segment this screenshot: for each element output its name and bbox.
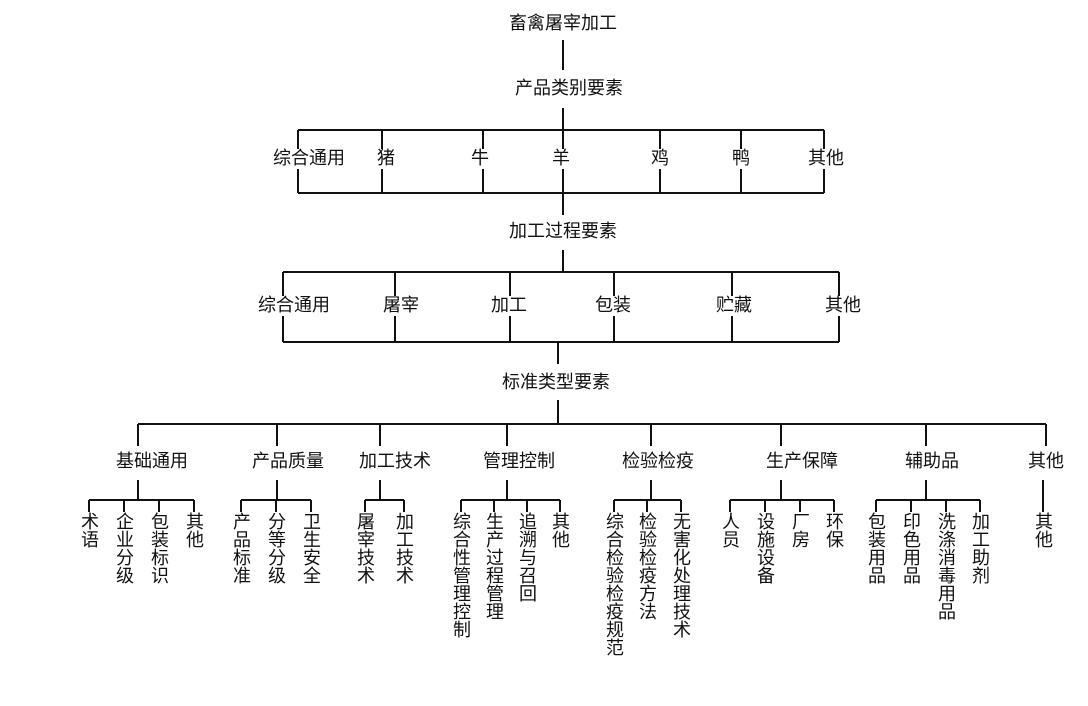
leaf-item: 加工助剂	[969, 512, 990, 584]
leaf-item: 综合检验检疫规范	[603, 512, 624, 656]
leaf-item: 环保	[823, 512, 844, 548]
leaf-item: 其他	[1032, 512, 1053, 548]
group-label: 加工技术	[357, 451, 433, 472]
group-label: 检验检疫	[620, 451, 696, 472]
process-item: 贮藏	[714, 295, 754, 316]
leaf-item: 追溯与召回	[516, 512, 537, 602]
leaf-item: 生产过程管理	[483, 512, 504, 620]
process-item: 屠宰	[381, 295, 421, 316]
process-title: 加工过程要素	[507, 221, 619, 242]
group-label: 产品质量	[250, 451, 326, 472]
leaf-item: 屠宰技术	[354, 512, 375, 584]
leaf-item: 包装用品	[865, 512, 886, 584]
leaf-item: 检验检疫方法	[636, 512, 657, 620]
leaf-item: 其他	[549, 512, 570, 548]
product-item: 牛	[469, 148, 491, 169]
leaf-item: 其他	[183, 512, 204, 548]
leaf-item: 设施设备	[754, 512, 775, 584]
leaf-item: 洗涤消毒用品	[935, 512, 956, 620]
group-label: 辅助品	[903, 451, 961, 472]
standard-title: 标准类型要素	[500, 372, 612, 393]
product-item: 综合通用	[271, 148, 347, 169]
product-item: 鸭	[730, 148, 752, 169]
product-item: 羊	[550, 148, 572, 169]
group-label: 管理控制	[481, 451, 557, 472]
product-item: 猪	[375, 148, 397, 169]
group-label: 生产保障	[764, 451, 840, 472]
process-item: 加工	[489, 295, 529, 316]
group-label: 其他	[1026, 451, 1066, 472]
process-item: 综合通用	[256, 295, 332, 316]
process-item: 其他	[823, 295, 863, 316]
product-title: 产品类别要素	[513, 78, 625, 99]
leaf-item: 术语	[78, 512, 99, 548]
leaf-item: 加工技术	[393, 512, 414, 584]
leaf-item: 产品标准	[230, 512, 251, 584]
group-label: 基础通用	[114, 451, 190, 472]
leaf-item: 综合性管理控制	[450, 512, 471, 638]
product-item: 其他	[806, 148, 846, 169]
leaf-item: 分等分级	[265, 512, 286, 584]
root-node: 畜禽屠宰加工	[507, 13, 619, 34]
leaf-item: 人员	[719, 512, 740, 548]
process-item: 包装	[593, 295, 633, 316]
leaf-item: 印色用品	[900, 512, 921, 584]
leaf-item: 无害化处理技术	[670, 512, 691, 638]
product-item: 鸡	[649, 148, 671, 169]
leaf-item: 企业分级	[113, 512, 134, 584]
leaf-item: 卫生安全	[300, 512, 321, 584]
leaf-item: 厂房	[789, 512, 810, 548]
leaf-item: 包装标识	[148, 512, 169, 584]
